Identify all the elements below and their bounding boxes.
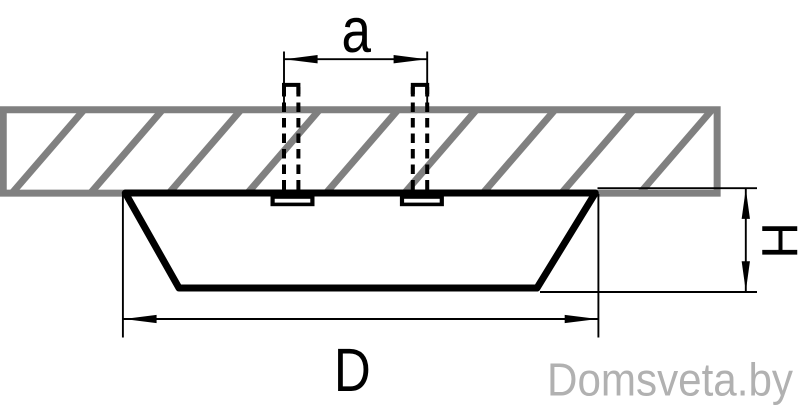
- dimension-a-arrow-left: [284, 55, 318, 64]
- dimension-d-arrow-left: [123, 314, 157, 324]
- mounting-tab-left-slot: [274, 198, 311, 203]
- mounting-tabs: [270, 196, 444, 207]
- screw-hook-right: [410, 82, 430, 94]
- hatch-line: [637, 107, 715, 196]
- hatch-line: [323, 107, 401, 196]
- lamp-body: [121, 189, 599, 292]
- dimension-h: [540, 187, 757, 293]
- hatch-line: [166, 107, 244, 196]
- dimension-h-arrow-bottom: [741, 261, 750, 292]
- hatch-line: [87, 107, 166, 196]
- hatch-line: [480, 107, 558, 196]
- dimension-a-label: a: [341, 0, 371, 66]
- screw-hook-left: [282, 82, 301, 94]
- hatch-line: [401, 107, 480, 196]
- dimension-a: [283, 51, 429, 111]
- hatch-line: [9, 107, 87, 196]
- mounting-tab-right-slot: [404, 198, 440, 203]
- dimension-d: [121, 194, 600, 338]
- watermark-text: Domsveta.by: [547, 354, 794, 406]
- dimension-h-arrow-top: [741, 188, 750, 219]
- dimension-a-arrow-right: [393, 55, 427, 64]
- dimension-d-arrow-right: [564, 314, 598, 324]
- hatch-line: [558, 107, 637, 196]
- ceiling-hatch-lines: [9, 107, 715, 196]
- dimension-h-label: H: [751, 222, 800, 259]
- ceiling-section: [0, 106, 721, 197]
- dimension-d-label: D: [334, 336, 371, 404]
